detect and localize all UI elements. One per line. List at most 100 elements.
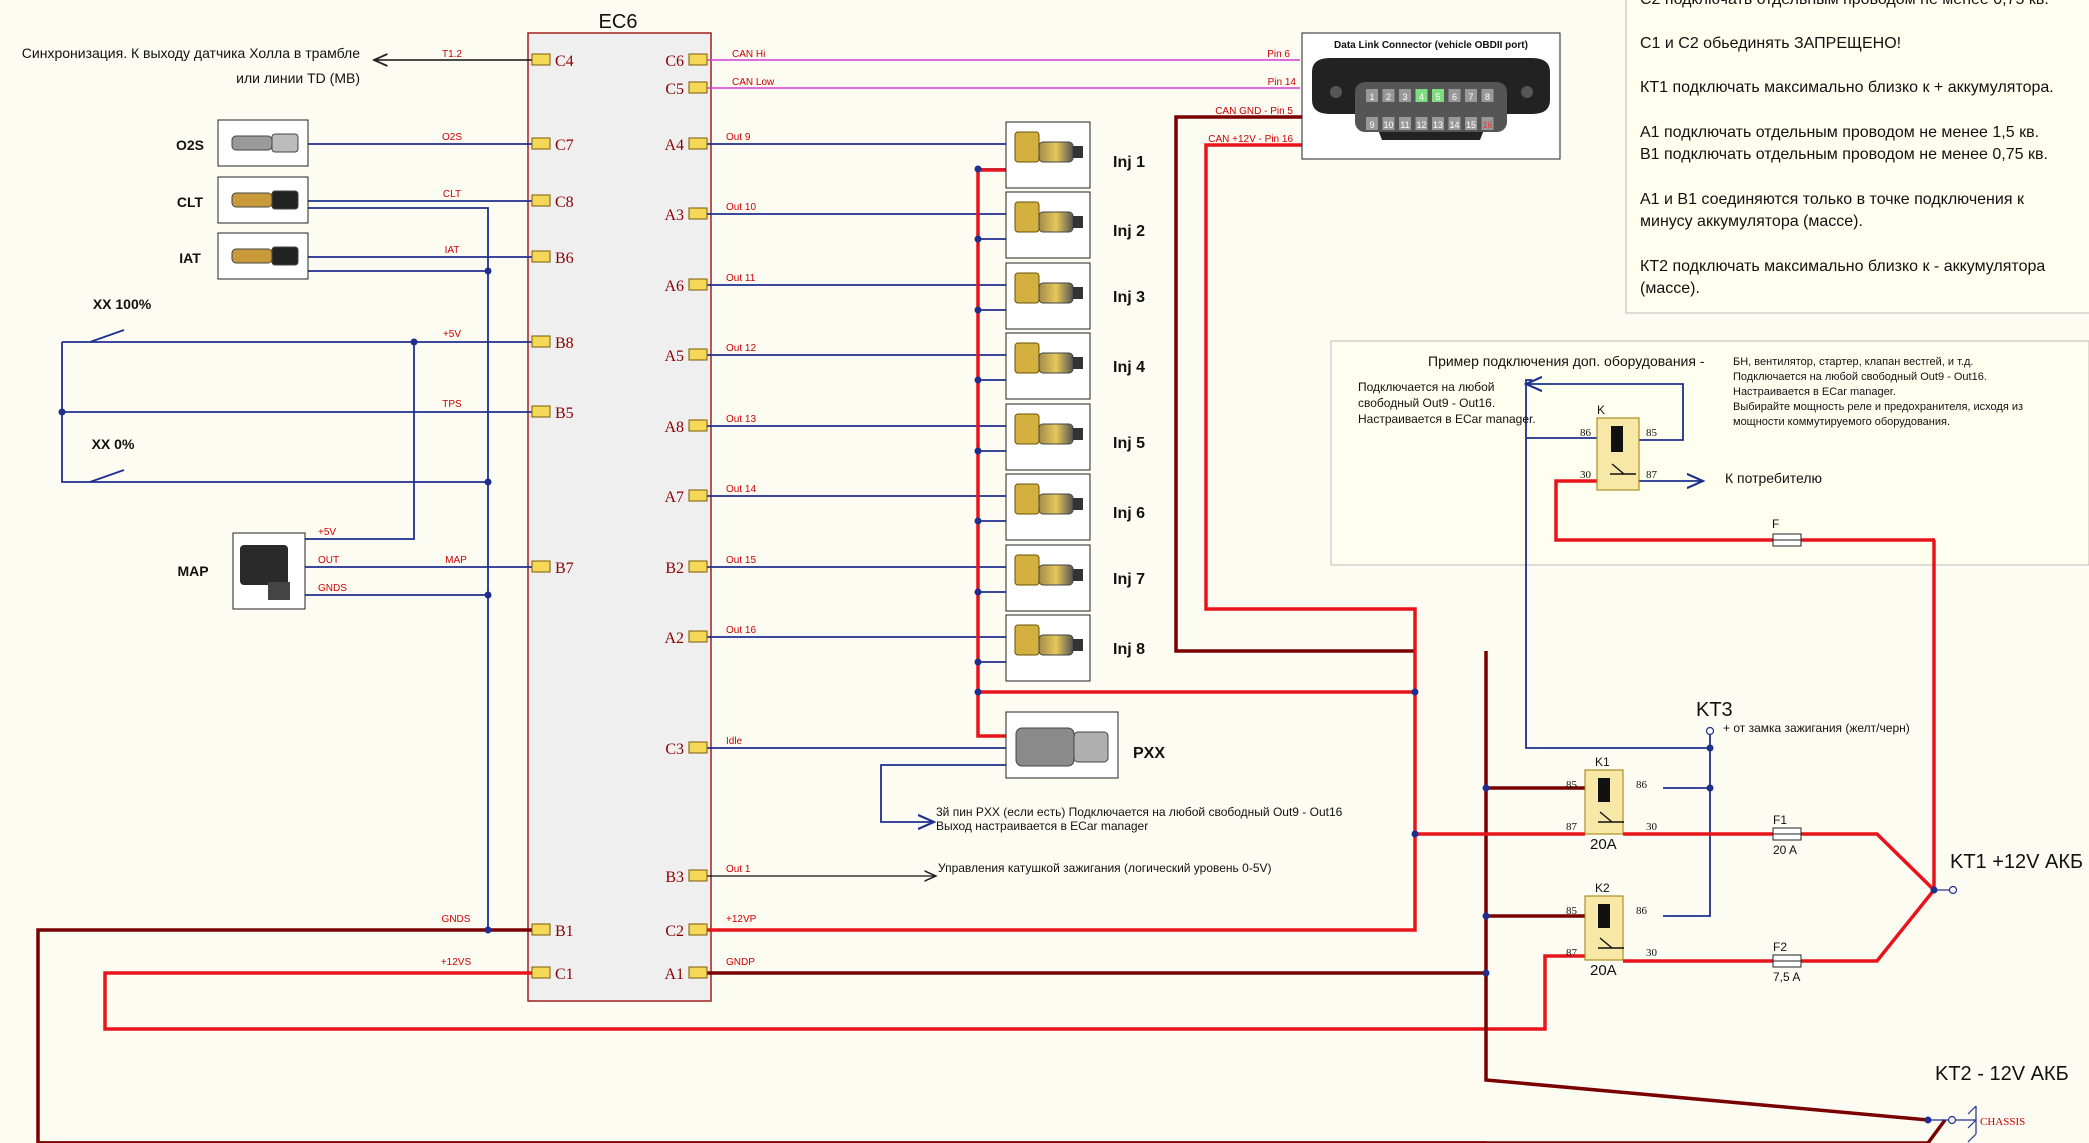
ecu-pin-label: C2 — [665, 923, 684, 940]
example-desc: Выбирайте мощность реле и предохранителя… — [1733, 401, 2023, 413]
sensor-label: MAP — [177, 563, 208, 579]
wire-label: Out 15 — [726, 555, 756, 566]
kt3-label: KT3 — [1696, 699, 1733, 721]
ecu-pin-label: A3 — [664, 207, 684, 224]
injector-tip — [1073, 357, 1083, 369]
note-line: минусу аккумулятора (массе). — [1640, 213, 1863, 230]
wire-label: IAT — [445, 245, 460, 256]
injector-label: Inj 5 — [1113, 435, 1145, 452]
junction-dot — [974, 165, 982, 173]
wire-label: +12VP — [726, 914, 757, 925]
injector-body — [1038, 141, 1074, 163]
ecu-pin — [531, 405, 551, 418]
map-sensor-connector — [268, 582, 290, 600]
example-desc: БН, вентилятор, стартер, клапан вестгей,… — [1733, 356, 1973, 368]
note-line: КТ2 подключать максимально близко к - ак… — [1640, 258, 2045, 275]
ecu-pin-label: C1 — [555, 966, 574, 983]
ecu-pin-label: A7 — [664, 489, 684, 506]
obd-pin-number: 9 — [1369, 120, 1374, 130]
obd-pin-number: 8 — [1485, 92, 1490, 102]
wire-label: GNDS — [442, 914, 471, 925]
injector-body — [1038, 564, 1074, 586]
relay-rating: 20A — [1590, 836, 1617, 853]
ecu-pin — [688, 630, 708, 643]
injector-connector — [1014, 342, 1040, 374]
obd-pin-number: 4 — [1419, 92, 1424, 102]
ecu-pin-label: A1 — [664, 966, 684, 983]
relay-pin-label: 30 — [1646, 947, 1658, 959]
junction-dot — [484, 926, 492, 934]
obd-title: Data Link Connector (vehicle OBDII port) — [1334, 40, 1528, 51]
relay-rating: 20A — [1590, 962, 1617, 979]
wire-label: +5V — [443, 329, 461, 340]
ecu-pin-label: B5 — [555, 405, 574, 422]
sync-note: Синхронизация. К выходу датчика Холла в … — [22, 45, 360, 61]
sensor-body — [231, 135, 273, 151]
kt1-terminal — [1948, 885, 1958, 895]
sensor-label: CLT — [177, 194, 204, 210]
injector-connector — [1014, 483, 1040, 515]
obd-pin-slot — [1448, 117, 1461, 130]
example-85-wire — [1526, 384, 1684, 441]
relay-coil — [1598, 778, 1610, 802]
obd-pin-label: CAN GND - Pin 5 — [1215, 106, 1293, 117]
ground-bus — [1484, 651, 1929, 1122]
obd-pin-number: 13 — [1433, 120, 1443, 130]
example-relay-pin: 87 — [1646, 469, 1658, 481]
obd-pin-number: 1 — [1369, 92, 1374, 102]
ecu-pin — [688, 348, 708, 361]
kt1-label: KT1 +12V АКБ — [1950, 851, 2083, 873]
junction-dot — [974, 588, 982, 596]
injector-connector — [1014, 413, 1040, 445]
f2-kt1-wire — [1801, 888, 1936, 963]
gnds-bus — [308, 207, 532, 931]
relay-pin-label: 30 — [1646, 821, 1658, 833]
relay-coil — [1598, 904, 1610, 928]
injector-label: Inj 6 — [1113, 505, 1145, 522]
wire-label: Out 1 — [726, 864, 751, 875]
injector-body — [1038, 282, 1074, 304]
obd-pin-number: 14 — [1449, 120, 1459, 130]
idle-third-pin-wire — [880, 764, 1008, 822]
wire-label: GNDP — [726, 957, 755, 968]
idle-valve-connector — [1073, 731, 1109, 763]
junction-dot — [410, 338, 418, 346]
b1-ground-wire — [36, 928, 532, 1143]
ecu-pin-label: B7 — [555, 560, 574, 577]
ecu-pin-label: C5 — [665, 81, 684, 98]
junction-dot — [484, 478, 492, 486]
wire-label: MAP — [445, 555, 467, 566]
junction-dot — [974, 447, 982, 455]
ecu-pin-label: C8 — [555, 194, 574, 211]
ecu-pin-label: A8 — [664, 419, 684, 436]
injector-body — [1038, 634, 1074, 656]
ecu-pin — [688, 560, 708, 573]
obd-pin-number: 15 — [1466, 120, 1476, 130]
tps-wire — [61, 412, 120, 483]
ecu-pin — [688, 741, 708, 754]
wire-label: Out 16 — [726, 625, 756, 636]
junction-dot — [974, 517, 982, 525]
map-sensor-body — [240, 545, 288, 585]
obd-pin-slot — [1481, 89, 1494, 102]
obd-pin-number: 3 — [1402, 92, 1407, 102]
obd-pin-label: Pin 14 — [1268, 77, 1297, 88]
ecu-pin — [688, 869, 708, 882]
relay-pin-label: 87 — [1566, 821, 1578, 833]
ecu-pin-label: B1 — [555, 923, 574, 940]
ecu-pin — [688, 923, 708, 936]
relay-contact — [1598, 811, 1624, 823]
sensor-connector — [271, 133, 299, 153]
ecu-pin — [688, 419, 708, 432]
sensor-label: O2S — [176, 137, 204, 153]
obd-pin-slot — [1481, 117, 1494, 130]
junction-dot — [974, 658, 982, 666]
map-pin-label: +5V — [318, 527, 336, 538]
idle-valve-body — [1015, 727, 1075, 767]
obd-pin-slot — [1465, 89, 1477, 102]
note-line: КТ1 подключать максимально близко к + ак… — [1640, 79, 2054, 96]
injector-connector — [1014, 554, 1040, 586]
obd-pin-slot — [1382, 117, 1395, 130]
ecu-pin-label: A2 — [664, 630, 684, 647]
